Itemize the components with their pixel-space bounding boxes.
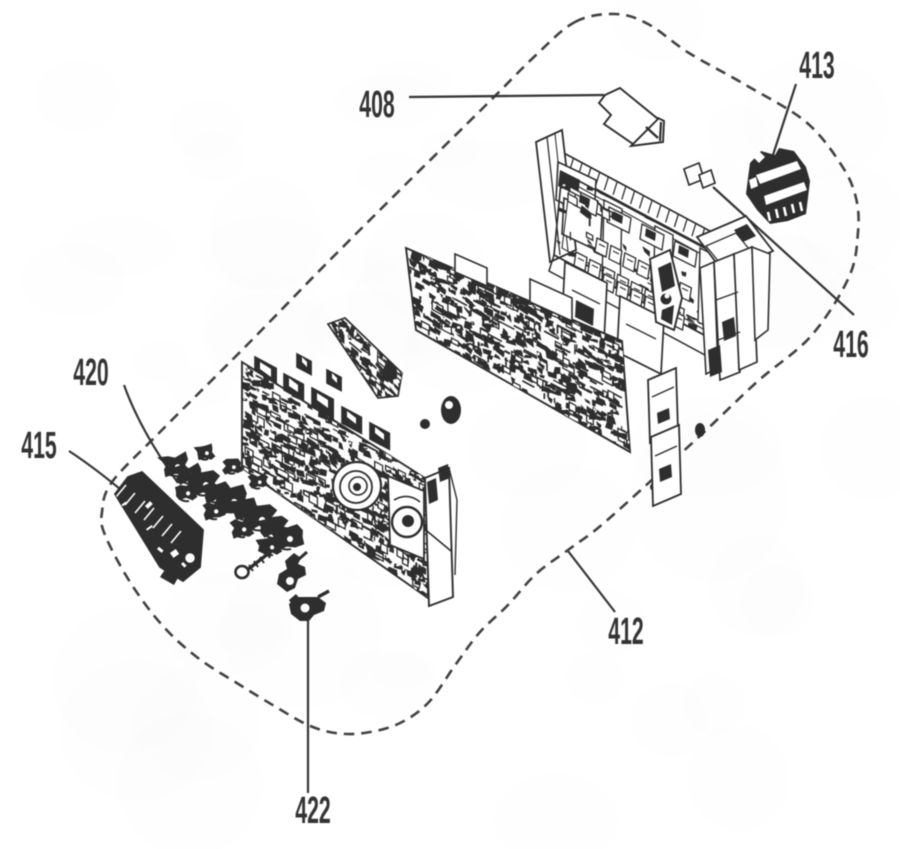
- svg-text:408: 408: [359, 82, 394, 125]
- svg-text:422: 422: [295, 788, 330, 831]
- svg-text:415: 415: [21, 423, 56, 466]
- svg-text:416: 416: [833, 322, 868, 365]
- svg-text:412: 412: [608, 609, 643, 652]
- svg-text:420: 420: [73, 350, 108, 393]
- svg-text:413: 413: [799, 43, 834, 86]
